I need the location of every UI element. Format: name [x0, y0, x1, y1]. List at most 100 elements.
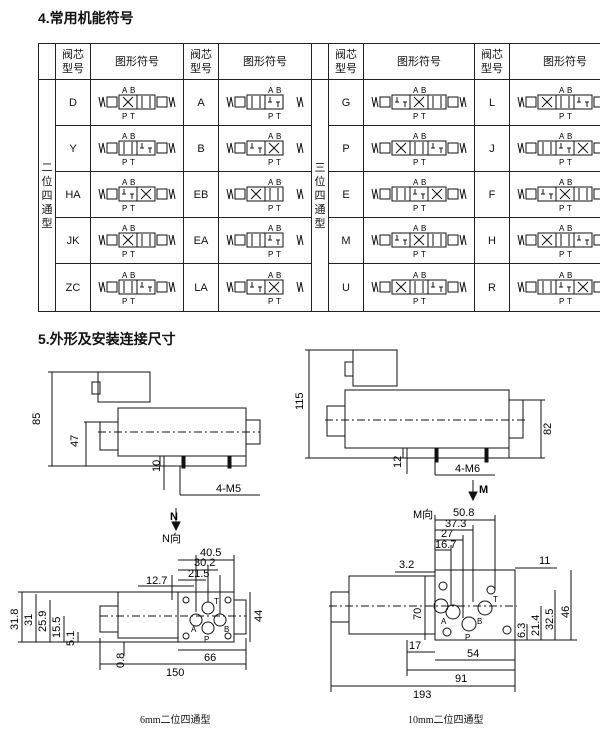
solenoid-box: [525, 188, 537, 199]
spring-icon: [226, 188, 234, 199]
spring-icon: [517, 188, 525, 199]
spool-code: G: [328, 79, 364, 126]
bolt-hole: [502, 625, 512, 635]
dim-label-17: 17: [409, 640, 421, 652]
solenoid-box: [447, 281, 459, 292]
dim-label-66: 66: [204, 652, 216, 664]
port-label-a: A: [268, 178, 274, 187]
dim-label-31: 31: [23, 614, 35, 626]
solenoid-connector-outline: [352, 349, 398, 387]
solenoid-box: [234, 234, 246, 245]
port-label-a: A: [268, 86, 274, 95]
spool-code: ZC: [55, 263, 91, 312]
drawing-6mm: 85 47 10 4-M5 N N向 40.5 30.2 21.5 12.7 3…: [9, 371, 265, 679]
solenoid-box: [106, 96, 118, 107]
header-code: 阀芯 型号: [328, 43, 364, 80]
valve-position-box: [427, 279, 447, 294]
solenoid-box: [447, 234, 459, 245]
port-label-p: P: [122, 250, 127, 259]
dim-label-37-3: 37.3: [445, 518, 466, 530]
group-two-position-four-way: 二 位 四 通 型: [38, 79, 56, 312]
port-label-b: B: [567, 86, 572, 95]
hole-label: 4-M5: [216, 483, 241, 495]
valve-position-box: [264, 232, 284, 247]
solenoid-box: [106, 188, 118, 199]
valve-position-box: [573, 140, 593, 155]
port-label-t: T: [567, 204, 572, 213]
solenoid-box: [593, 188, 600, 199]
spring-icon: [371, 142, 379, 153]
port-label-p: P: [465, 633, 470, 642]
mount-screw: [484, 447, 489, 463]
port-label-t: T: [130, 158, 135, 167]
port-label-a: A: [413, 271, 419, 280]
solenoid-box: [156, 96, 168, 107]
spring-icon: [168, 188, 176, 199]
spool-code: U: [328, 263, 364, 312]
port-label-t: T: [421, 158, 426, 167]
mount-screw: [227, 455, 232, 469]
bolt-hole: [182, 596, 190, 604]
solenoid-body-outline: [344, 389, 510, 449]
port-label-a: A: [413, 178, 419, 187]
valve-position-box: [246, 279, 266, 294]
dim-label-47: 47: [69, 435, 81, 447]
dim-label-3-2: 3.2: [399, 559, 414, 571]
group-char: 通: [41, 203, 53, 216]
port-label-t: T: [567, 158, 572, 167]
port-label-a: A: [268, 271, 274, 280]
dim-label-40-5: 40.5: [200, 547, 221, 559]
spring-icon: [517, 142, 525, 153]
hole-label: 4-M6: [455, 463, 480, 475]
port-label-b: B: [477, 617, 482, 626]
port-label-b: B: [276, 178, 281, 187]
valve-position-box: [427, 186, 447, 201]
spring-icon: [459, 234, 467, 245]
solenoid-connector-outline: [97, 371, 151, 403]
header-code-label: 阀芯 型号: [481, 48, 503, 75]
valve-position-box: [264, 279, 284, 294]
valve-position-box: [573, 94, 593, 109]
port-hole: [189, 613, 203, 627]
spool-code: D: [55, 79, 91, 126]
solenoid-box: [447, 188, 459, 199]
dim-label-115: 115: [295, 392, 306, 410]
section-4-title: 4.常用机能符号: [38, 10, 134, 26]
spring-icon: [226, 142, 234, 153]
dim-label-193: 193: [413, 689, 431, 701]
caption-6mm: 6mm二位四通型: [140, 715, 211, 726]
port-label-p: P: [559, 112, 564, 121]
bottom-override-outline: [330, 591, 350, 623]
solenoid-box: [106, 142, 118, 153]
flow-arrow: [395, 281, 407, 292]
flow-arrow: [268, 281, 280, 292]
group-char: 四: [314, 189, 326, 202]
dim-label-54: 54: [467, 648, 479, 660]
connector-cap-outline: [344, 361, 354, 377]
dim-label-16-7: 16.7: [435, 539, 456, 551]
port-label-p: P: [204, 635, 209, 644]
spring-icon: [459, 188, 467, 199]
port-label-b: B: [276, 132, 281, 141]
port-label-p: P: [413, 297, 418, 306]
valve-position-box: [391, 232, 411, 247]
header-symbol: 图形符号: [363, 43, 475, 80]
port-label-p: P: [268, 297, 273, 306]
port-label-a: A: [559, 271, 565, 280]
group-char: 四: [41, 189, 53, 202]
group-char: 型: [314, 217, 326, 230]
view-letter: N: [170, 511, 178, 523]
port-label-p: P: [559, 204, 564, 213]
manual-override-outline: [326, 405, 346, 437]
